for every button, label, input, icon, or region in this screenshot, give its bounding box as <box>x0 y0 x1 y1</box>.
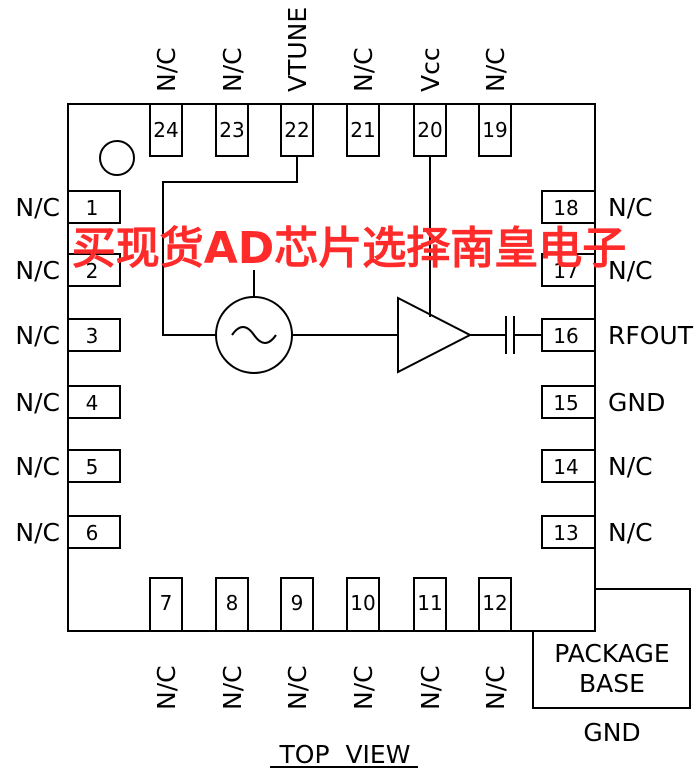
pin-pad <box>541 385 596 419</box>
package-base-label-line1: PACKAGE <box>554 639 669 668</box>
pin-name: N/C <box>15 256 60 285</box>
pin-number: 6 <box>86 521 99 545</box>
pin-number: 2 <box>86 259 99 283</box>
pin-number: 14 <box>553 455 578 479</box>
pin-pad <box>541 515 596 549</box>
pin-name: N/C <box>481 665 510 710</box>
pin-name: N/C <box>608 193 653 222</box>
package-base-outline <box>532 588 691 709</box>
pin-name: N/C <box>15 321 60 350</box>
pin-pad <box>149 577 183 632</box>
pin-pad <box>215 103 249 157</box>
watermark-text: 买现货AD芯片选择南皇电子 <box>72 223 627 274</box>
pin-number: 9 <box>291 591 304 615</box>
pin-number: 21 <box>350 118 375 142</box>
pin-number: 19 <box>482 118 507 142</box>
pin-name: N/C <box>15 452 60 481</box>
pin-pad <box>346 577 380 632</box>
pins-group: 24N/C23N/C22VTUNE21N/C20Vcc19N/C7N/C8N/C… <box>15 7 693 710</box>
pin-name: VTUNE <box>283 7 312 92</box>
pin1-indicator-circle <box>99 140 135 176</box>
pin-pad <box>67 385 121 419</box>
pin-name: Vcc <box>416 47 445 92</box>
pin-name: N/C <box>218 665 247 710</box>
sine-wave-symbol <box>231 326 277 344</box>
pin-name: N/C <box>15 518 60 547</box>
pin-name: N/C <box>608 518 653 547</box>
pin-number: 17 <box>553 259 578 283</box>
package-outline <box>67 103 596 632</box>
pin-number: 3 <box>86 324 99 348</box>
pin-number: 16 <box>553 324 578 348</box>
pin-number: 7 <box>160 591 173 615</box>
pin-name: N/C <box>349 665 378 710</box>
pin-name: N/C <box>481 47 510 92</box>
pin-number: 10 <box>350 591 375 615</box>
package-base-label-line2: BASE <box>579 669 645 698</box>
pin-number: 15 <box>553 391 578 415</box>
pin-name: N/C <box>15 193 60 222</box>
top-view-label: TOP VIEW <box>279 740 411 769</box>
pin-pad <box>541 190 596 224</box>
pin-pad <box>215 577 249 632</box>
pin-name: RFOUT <box>608 321 694 350</box>
pin-pad <box>478 577 512 632</box>
pin-pad <box>541 253 596 287</box>
pin-pad <box>67 253 121 287</box>
pin-name: N/C <box>608 452 653 481</box>
pin-number: 22 <box>284 118 309 142</box>
pin-number: 24 <box>153 118 178 142</box>
amplifier-icon <box>397 296 473 374</box>
pin-name: N/C <box>416 665 445 710</box>
pin-name: N/C <box>218 47 247 92</box>
pin-pad <box>478 103 512 157</box>
pin-name: N/C <box>349 47 378 92</box>
pin-number: 1 <box>86 196 99 220</box>
pin-number: 4 <box>86 391 99 415</box>
pin-number: 5 <box>86 455 99 479</box>
pin-name: N/C <box>152 47 181 92</box>
package-base: PACKAGE BASE GND <box>532 588 691 747</box>
pin-name: N/C <box>283 665 312 710</box>
pin-number: 20 <box>417 118 442 142</box>
pin-number: 12 <box>482 591 507 615</box>
pin-pad <box>413 577 447 632</box>
pin-pad <box>280 577 314 632</box>
pin-pad <box>67 318 121 352</box>
vtune-trace <box>162 156 298 336</box>
pin-name: GND <box>608 388 665 417</box>
pin-name: N/C <box>608 256 653 285</box>
pin-number: 13 <box>553 521 578 545</box>
pin-number: 18 <box>553 196 578 220</box>
pin-pad <box>541 449 596 483</box>
pin-number: 23 <box>219 118 244 142</box>
pin-name: N/C <box>15 388 60 417</box>
pin-pad <box>67 449 121 483</box>
pin-number: 8 <box>226 591 239 615</box>
pin-pad <box>541 318 596 352</box>
pin-pad <box>149 103 183 157</box>
internal-circuit <box>162 156 542 374</box>
pin-number: 11 <box>417 591 442 615</box>
pin-pad <box>67 515 121 549</box>
pin-name: N/C <box>152 665 181 710</box>
package-base-gnd-label: GND <box>583 718 640 747</box>
pin-pad <box>346 103 380 157</box>
pin-pad <box>67 190 121 224</box>
